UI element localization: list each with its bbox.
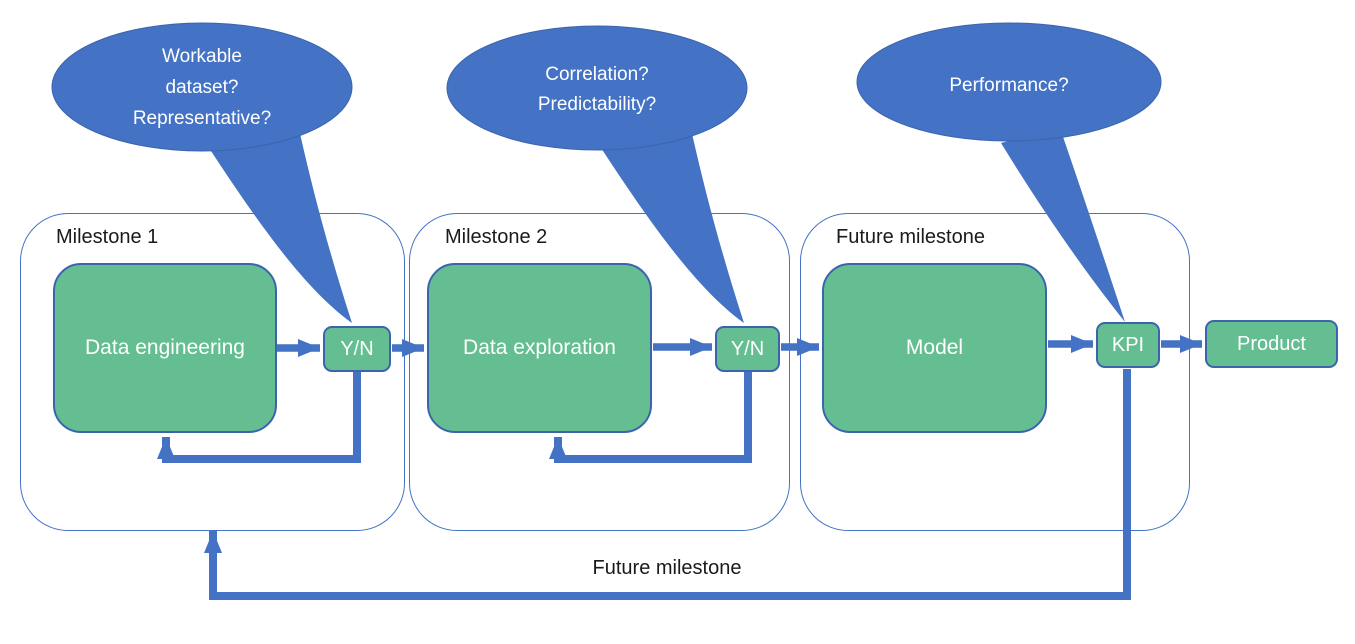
yn-gate-2-label: Y/N (730, 337, 765, 360)
product-box: Product (1205, 320, 1338, 368)
data-exploration-label: Data exploration (463, 336, 616, 359)
product-label: Product (1237, 332, 1306, 355)
yn-gate-1-label: Y/N (340, 337, 374, 360)
callout-1-line-1: Workable (162, 46, 242, 67)
future-milestone-container: Future milestone (800, 213, 1190, 531)
data-engineering-label: Data engineering (85, 336, 245, 359)
future-milestone-label: Future milestone (836, 226, 985, 248)
feedback-loop-label: Future milestone (592, 557, 742, 579)
callout-1-tail (209, 129, 352, 323)
callout-3-tail (1001, 128, 1125, 322)
milestone-2-container: Milestone 2 (409, 213, 790, 531)
data-exploration-box: Data exploration (427, 263, 652, 433)
yn-gate-1-box: Y/N (323, 326, 391, 372)
callout-2-tail (601, 129, 744, 323)
milestone-2-label: Milestone 2 (445, 226, 548, 248)
callout-1-text: Workable dataset? Representative? (62, 41, 342, 134)
yn-gate-2-box: Y/N (715, 326, 780, 372)
loop-yn1-to-data-engineering (157, 371, 361, 463)
milestone-1-label: Milestone 1 (56, 226, 159, 248)
callout-3-bubble (856, 22, 1162, 142)
model-box: Model (822, 263, 1047, 433)
kpi-gate-box: KPI (1096, 322, 1160, 368)
callout-2-line-1: Correlation? (545, 64, 649, 85)
model-label: Model (905, 336, 964, 359)
kpi-gate-label: KPI (1111, 333, 1145, 356)
callout-2-line-2: Predictability? (537, 94, 657, 115)
callout-1-bubble (51, 22, 353, 152)
data-engineering-box: Data engineering (53, 263, 277, 433)
feedback-arrow-kpi-to-milestone-1 (204, 369, 1131, 600)
callout-1-line-3: Representative? (132, 108, 272, 129)
callout-2-bubble (446, 25, 748, 151)
callout-1-line-2: dataset? (165, 77, 239, 98)
callout-3-line-1: Performance? (949, 75, 1069, 96)
milestone-1-container: Milestone 1 (20, 213, 405, 531)
callout-2-text: Correlation? Predictability? (457, 60, 737, 120)
callout-3-text: Performance? (869, 71, 1149, 101)
loop-yn2-to-data-exploration (549, 371, 752, 463)
